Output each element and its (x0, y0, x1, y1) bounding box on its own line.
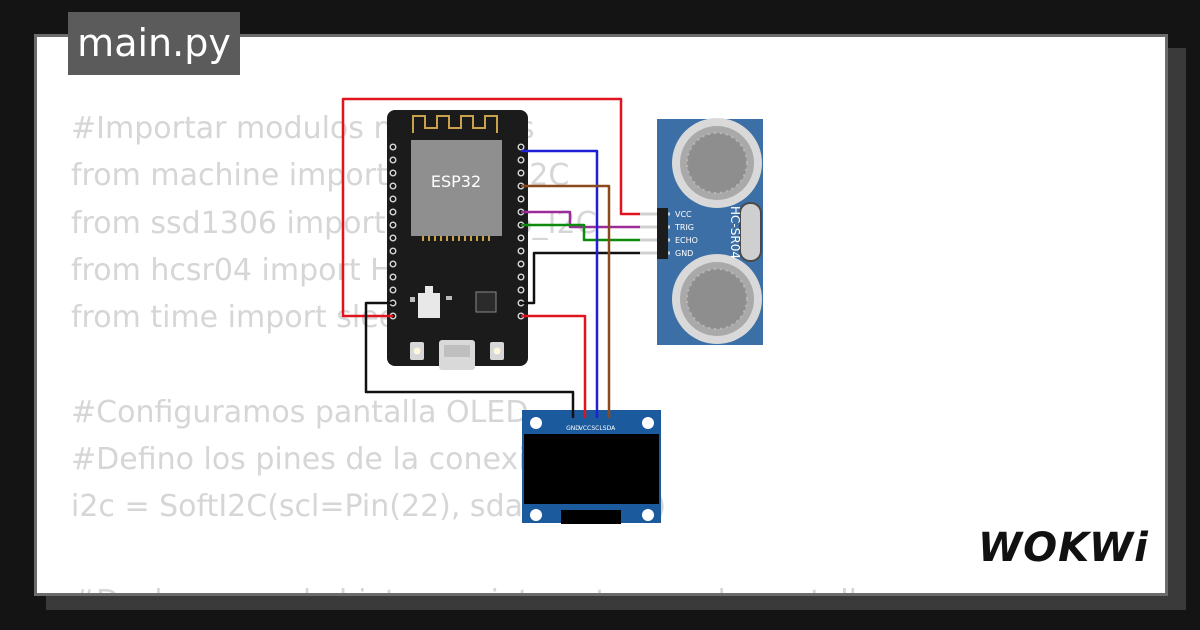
transducer-bottom (672, 254, 762, 344)
left-header-pins (389, 143, 397, 320)
wire-trig (521, 210, 640, 229)
file-tab[interactable]: main.py (68, 12, 240, 75)
pin-label-gnd: GND (675, 249, 693, 258)
oled-pin-scl: SCL (591, 425, 603, 432)
pin-label-vcc: VCC (675, 210, 692, 219)
pin-label-trig: TRIG (674, 223, 694, 232)
oled-display[interactable]: GND VCC SCL SDA (522, 410, 661, 524)
esp32-label: ESP32 (431, 172, 481, 191)
code-line: from time import sleep (71, 300, 417, 336)
code-line: #Declaramos el objeto que interactua con… (71, 584, 875, 593)
antenna-trace (412, 115, 498, 133)
wire-oled-vcc (521, 314, 587, 418)
oled-pin-sda: SDA (603, 425, 616, 432)
wires (341, 97, 640, 418)
oled-pin-vcc: VCC (579, 425, 591, 432)
oled-pin-gnd: GND (566, 425, 580, 432)
wokwi-logo: WOKWi (978, 525, 1149, 571)
wire-sda (521, 184, 611, 418)
transducer-top (672, 118, 762, 208)
esp32-board[interactable]: ESP32 (387, 110, 528, 370)
crystal (739, 202, 762, 262)
code-line: #Configuramos pantalla OLED (71, 394, 529, 430)
usb-uart-chip (475, 291, 497, 313)
hcsr04-sensor[interactable]: HC-SR04 VCC TRIG ECHO GND (640, 118, 763, 345)
wire-oled-gnd (364, 301, 575, 418)
pin-label-echo: ECHO (675, 236, 698, 245)
wire-sensor-vcc (341, 97, 640, 318)
wire-echo (521, 223, 640, 242)
oled-pin-labels: GND VCC SCL SDA (566, 425, 616, 432)
esp32-module (411, 140, 502, 236)
module-pins (422, 236, 490, 241)
wire-sensor-gnd (521, 251, 640, 305)
wire-scl (521, 149, 599, 418)
voltage-regulator (418, 293, 440, 318)
sensor-label: HC-SR04 (728, 206, 742, 259)
oled-screen (524, 434, 659, 504)
sensor-pin-labels: VCC TRIG ECHO GND (674, 210, 698, 258)
